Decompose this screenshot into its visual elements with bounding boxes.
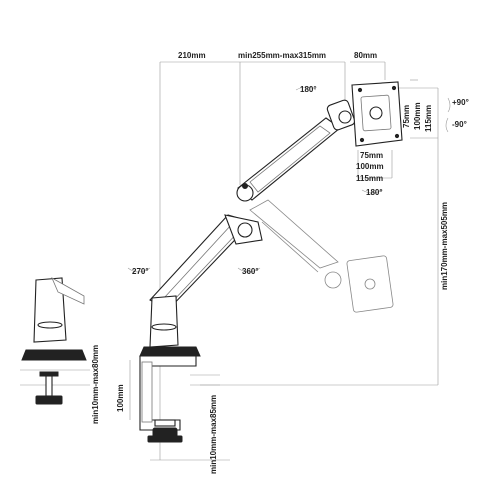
rot-top-swivel: 180° (300, 85, 317, 94)
dim-height-range: min170mm-max505mm (440, 201, 449, 290)
dimension-lines (20, 61, 439, 461)
dim-vesa-offset: 80mm (354, 51, 378, 60)
rotation-arrows (127, 86, 451, 273)
upper-arm (236, 99, 356, 202)
rotation-arrow-icon (295, 86, 317, 91)
rot-tilt-up: +90° (452, 98, 469, 107)
dim-vesa-vertical-100: 100mm (413, 102, 422, 130)
desk-clamp (139, 355, 197, 443)
rotation-arrow-icon (127, 267, 151, 273)
rotation-arrow-icon (361, 189, 383, 194)
dim-vesa-horizontal-100: 100mm (356, 162, 384, 171)
rot-screen-swivel: 180° (366, 188, 383, 197)
tilt-arrow-icon (447, 97, 451, 113)
rot-arm-rotation: 360° (242, 267, 259, 276)
tilt-arrow-icon (445, 117, 449, 133)
dim-vesa-horizontal-75: 75mm (360, 151, 384, 160)
rotation-arrow-icon (237, 267, 261, 273)
arm-alternate-position (249, 199, 394, 313)
dim-clamp-height: 100mm (116, 384, 125, 412)
dim-clamp-desk-range: min10mm-max85mm (209, 394, 218, 474)
dim-reach-top: 210mm (178, 51, 206, 60)
rot-base-rotation: 270° (132, 267, 149, 276)
dim-clamp-grommet-range: min10mm-max80mm (91, 344, 100, 424)
base-column (139, 295, 201, 357)
dim-vesa-horizontal-115: 115mm (356, 174, 384, 183)
dim-vesa-vertical-115: 115mm (424, 104, 433, 132)
rot-tilt-down: -90° (452, 120, 467, 129)
vesa-plate-main (351, 81, 403, 147)
lower-arm (149, 214, 263, 311)
dim-span-range: min255mm-max315mm (238, 51, 327, 60)
grommet-mount (21, 277, 87, 405)
dim-vesa-vertical-75: 75mm (402, 104, 411, 128)
